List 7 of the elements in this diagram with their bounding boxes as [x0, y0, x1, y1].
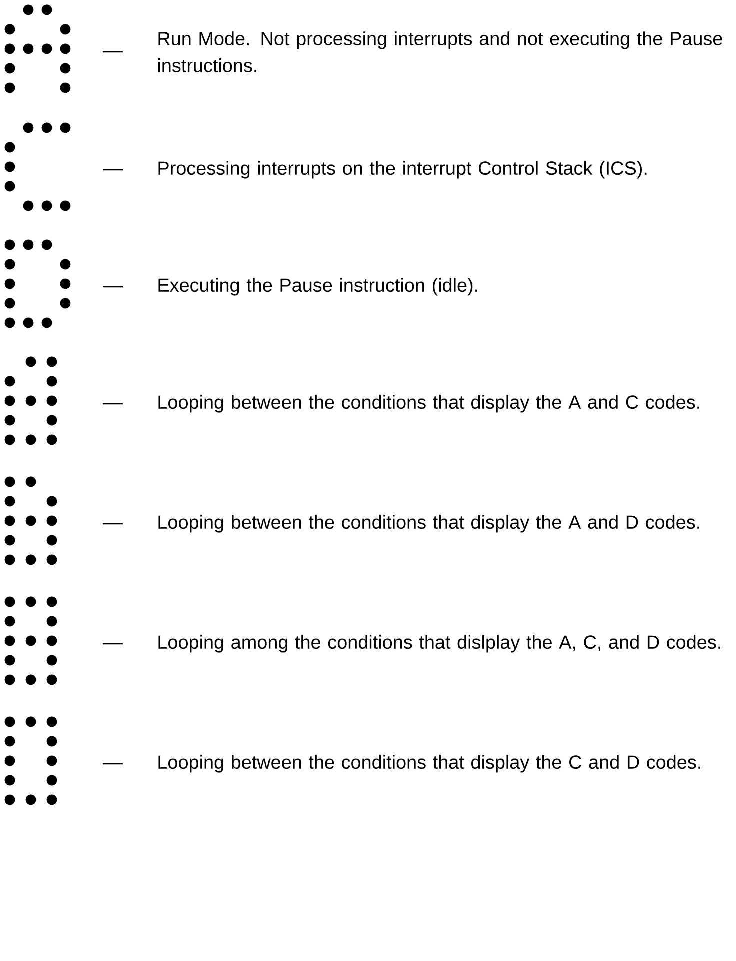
description-text: Processing interrupts on the interrupt Control Stack (ICS).: [158, 161, 647, 179]
description-text: Looping between the conditions that display the A and C codes.: [158, 395, 700, 413]
description-text: Looping between the conditions that display the A and D codes.: [158, 515, 700, 533]
description-text: Looping between the conditions that display the C and D codes.: [158, 755, 700, 773]
description-text: Looping among the conditions that dislplay the A, C, and D codes.: [158, 635, 720, 653]
description-text: Executing the Pause instruction (idle).: [158, 278, 478, 296]
description-text: Run Mode. Not processing interrupts and not executing the Pause instructions.: [158, 32, 722, 72]
